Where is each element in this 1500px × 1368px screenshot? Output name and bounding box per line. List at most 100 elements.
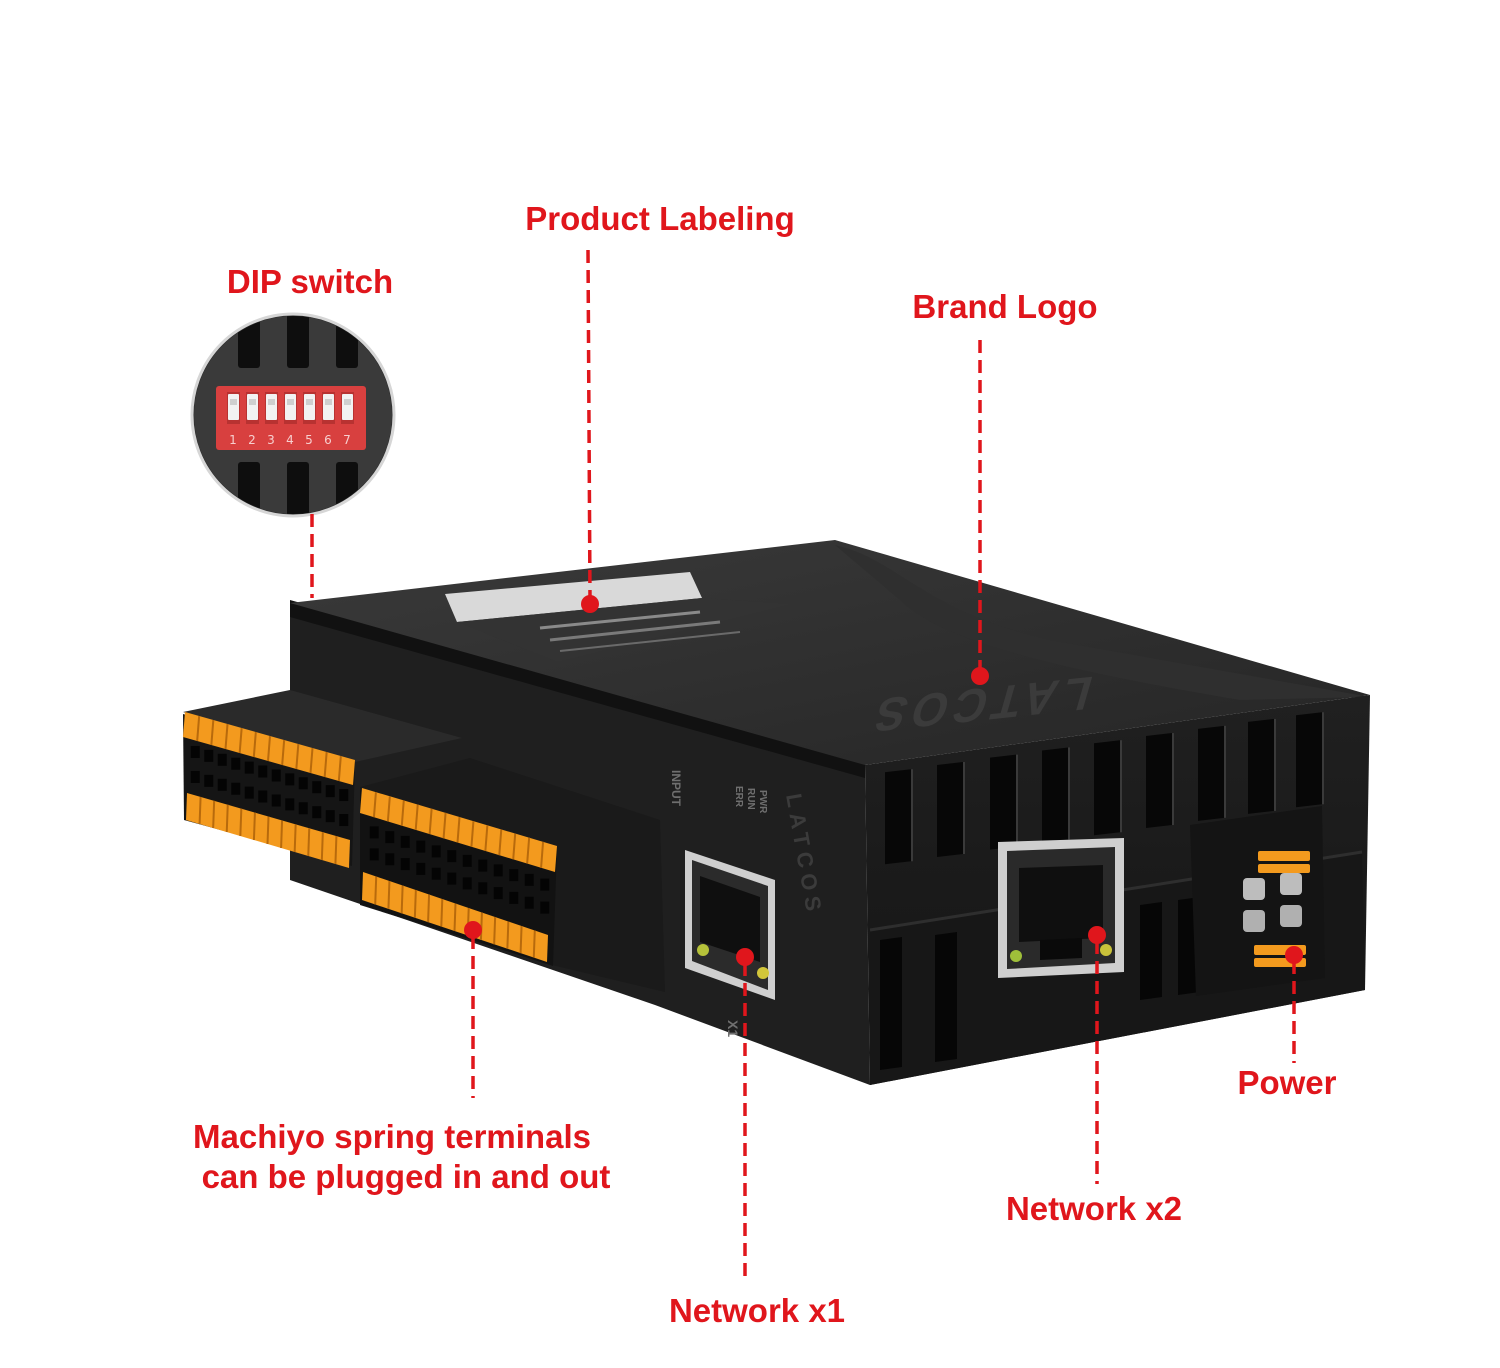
- dip-lever-grip: [325, 399, 332, 405]
- led-label-pwr: PWR: [757, 790, 768, 814]
- terminal-pin-divider: [453, 903, 457, 932]
- terminal-wire-hole: [462, 854, 472, 867]
- label-network-x2: Network x2: [1006, 1190, 1182, 1227]
- terminal-pin-divider: [493, 916, 497, 945]
- io-label-text: INPUT: [669, 770, 683, 807]
- terminal-wire-hole: [312, 806, 322, 819]
- callouts: Product Labeling DIP switch Brand Logo M…: [193, 200, 1337, 1329]
- terminal-pin-divider: [532, 930, 536, 958]
- rj45-latch-slot: [1040, 938, 1082, 960]
- vent-group: [880, 712, 1324, 1070]
- terminal-wire-hole: [190, 745, 200, 758]
- terminal-wire-hole: [509, 891, 519, 904]
- terminal-pin-divider: [387, 880, 391, 909]
- terminal-pin-divider: [506, 921, 510, 949]
- terminal-wire-hole: [204, 749, 214, 762]
- terminal-pin-divider: [428, 808, 433, 835]
- inset-rib: [336, 462, 358, 514]
- rj45-contacts: [1019, 865, 1103, 942]
- dip-lever[interactable]: [285, 394, 296, 420]
- terminal-wire-hole: [217, 753, 227, 766]
- sticker-white-area: [445, 572, 702, 622]
- led-label-err: ERR: [733, 786, 744, 808]
- terminal-strips[interactable]: [183, 712, 557, 962]
- dip-lever-grip: [268, 399, 275, 405]
- terminal-pin-divider: [400, 885, 404, 914]
- dip-lever-grip: [306, 399, 313, 405]
- terminal-pin-divider: [320, 832, 324, 861]
- inset-rib: [287, 462, 309, 514]
- terminal-pin-divider: [386, 796, 391, 822]
- vent-slot: [1140, 902, 1162, 1000]
- terminal-pin-divider: [526, 837, 531, 864]
- terminal-wire-hole: [462, 877, 472, 890]
- marker-product-labeling: [581, 595, 599, 613]
- sticker-print-line: [559, 631, 741, 652]
- terminal-wire-hole: [540, 878, 550, 891]
- dip-lever[interactable]: [304, 394, 315, 420]
- terminal-wire-hole: [271, 769, 281, 782]
- leader-product-labeling: [586, 249, 592, 599]
- vent-slot: [935, 932, 957, 1062]
- terminal-wire-hole: [385, 853, 395, 866]
- terminal-pin-divider: [400, 800, 405, 826]
- dip-switch-levers[interactable]: [227, 392, 354, 424]
- terminal-wire-hole: [339, 814, 349, 827]
- product-label-sticker: [445, 572, 792, 662]
- vent-slot: [1042, 747, 1068, 843]
- dip-lever-grip: [230, 399, 237, 405]
- terminal-wire-hole: [416, 862, 426, 875]
- dip-number: 3: [267, 433, 275, 447]
- vent-slot: [1198, 725, 1224, 821]
- power-release-tab[interactable]: [1258, 864, 1310, 873]
- terminal-pin-divider: [442, 812, 447, 839]
- terminal-wire-hole: [204, 774, 214, 787]
- terminal-block-roof: [183, 690, 462, 762]
- vent-slot: [1248, 718, 1274, 814]
- terminal-pin-divider: [479, 912, 483, 940]
- port-label-text: X1: [725, 1020, 741, 1037]
- terminal-wire-hole: [447, 872, 457, 885]
- network-port-x2[interactable]: [998, 838, 1124, 978]
- dip-lever[interactable]: [266, 394, 277, 420]
- terminal-pin-divider: [212, 800, 216, 829]
- terminal-pin-divider: [512, 833, 517, 860]
- vent-slot: [1094, 740, 1120, 836]
- terminal-pin-divider: [484, 825, 489, 852]
- rj45-led-left: [697, 944, 709, 956]
- terminal-wire-hole: [190, 770, 200, 783]
- terminal-pin-divider: [198, 796, 202, 825]
- device-left-rim: [290, 600, 865, 778]
- terminal-pin-divider: [470, 821, 475, 847]
- power-connector-body: [1190, 806, 1325, 996]
- terminal-pin-divider: [374, 876, 378, 905]
- label-network-x1: Network x1: [669, 1292, 845, 1329]
- terminal-wire-hole: [524, 873, 534, 886]
- terminal-wire-hole: [385, 831, 395, 844]
- terminal-wire-hole: [524, 896, 534, 909]
- terminal-pin-divider: [238, 727, 243, 754]
- terminal-pin-divider: [252, 812, 256, 841]
- terminal-pin-divider: [293, 824, 297, 853]
- terminal-wire-hole: [298, 777, 308, 790]
- terminal-pin-divider: [498, 829, 503, 856]
- power-connector[interactable]: [1190, 806, 1325, 996]
- terminal-pin-divider: [309, 747, 314, 774]
- terminal-pin-divider: [440, 898, 444, 927]
- label-brand-logo: Brand Logo: [912, 288, 1097, 325]
- dip-lever[interactable]: [342, 394, 353, 420]
- terminal-pin-divider: [334, 836, 338, 865]
- terminal-pin-divider: [427, 894, 431, 923]
- dip-lever[interactable]: [228, 394, 239, 420]
- dip-lever[interactable]: [323, 394, 334, 420]
- power-release-tab[interactable]: [1258, 851, 1310, 861]
- dip-number: 1: [229, 433, 237, 447]
- dip-lever[interactable]: [247, 394, 258, 420]
- label-product-labeling: Product Labeling: [525, 200, 795, 237]
- sticker-print-line: [549, 620, 721, 642]
- dip-switch-inset: 1 2 3 4 5 6 7: [190, 312, 396, 518]
- led-label-run: RUN: [745, 788, 756, 810]
- terminal-wire-hole: [447, 850, 457, 863]
- sticker-print-area: [457, 598, 792, 662]
- terminal-wire-hole: [416, 840, 426, 853]
